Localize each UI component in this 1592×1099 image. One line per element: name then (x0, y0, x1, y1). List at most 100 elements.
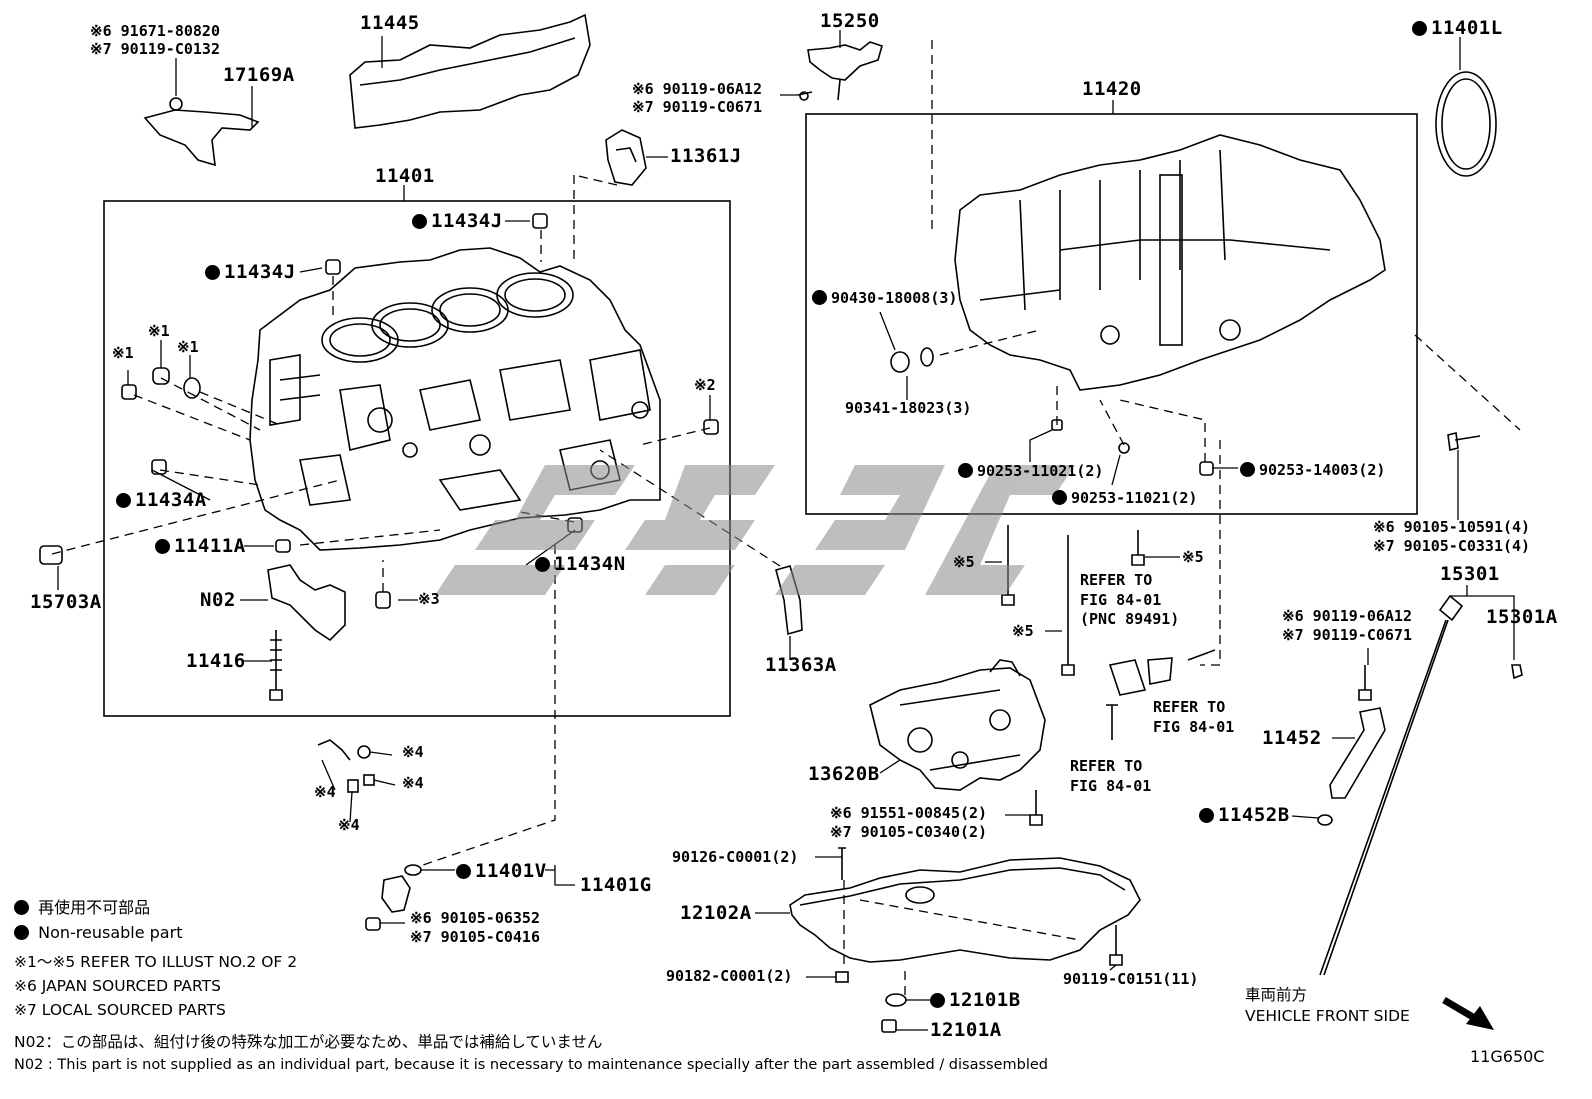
label-90119-06A12-a: ※6 90119-06A12 (632, 80, 762, 98)
label-11452B: 11452B (1199, 806, 1290, 825)
non-reusable-dot-icon (205, 265, 220, 280)
refer-line: (PNC 89491) (1080, 610, 1180, 628)
cover-11445 (349, 13, 591, 129)
label-15703A: 15703A (30, 591, 102, 613)
non-reusable-dot-icon (812, 290, 827, 305)
label-90105-C0331: ※7 90105-C0331(4) (1373, 537, 1531, 555)
watermark-logo (435, 465, 1075, 595)
label-11411A: 11411A (155, 537, 246, 556)
label-11363A: 11363A (765, 654, 837, 676)
non-reusable-dot-icon (155, 539, 170, 554)
non-reusable-dot-icon (1412, 21, 1427, 36)
label-90430-18008: 90430-18008(3) (812, 290, 957, 307)
bracket-17169A (143, 109, 260, 167)
label-11401L: 11401L (1412, 19, 1503, 38)
non-reusable-dot-icon (1240, 462, 1255, 477)
label-90119-C0671-a: ※7 90119-C0671 (632, 98, 762, 116)
cylinder-block-drawing (249, 247, 661, 551)
label-91671-80820: ※6 91671-80820 (90, 22, 220, 40)
label-15301A: 15301A (1486, 606, 1558, 628)
part-11361J (605, 129, 647, 186)
mark-5c: ※5 (1182, 548, 1204, 566)
label-90105-C0340: ※7 90105-C0340(2) (830, 823, 988, 841)
non-reusable-dot-icon (412, 214, 427, 229)
mark-5a: ※5 (953, 553, 975, 571)
label-11361J: 11361J (670, 145, 742, 167)
mark-4a: ※4 (402, 743, 424, 761)
label-90253-11021-b: 90253-11021(2) (1052, 490, 1197, 507)
refer-line: REFER TO (1153, 698, 1226, 716)
note-local-sourced: ※7 LOCAL SOURCED PARTS (14, 1001, 226, 1019)
non-reusable-dot-icon (535, 557, 550, 572)
label-11434A: 11434A (116, 491, 207, 510)
seal-11401L (1435, 71, 1497, 177)
illustration-code: 11G650C (1470, 1047, 1545, 1066)
mark-5b: ※5 (1012, 622, 1034, 640)
mark-4b: ※4 (402, 774, 424, 792)
label-90119-C0132: ※7 90119-C0132 (90, 40, 220, 58)
vehicle-front-en: VEHICLE FRONT SIDE (1245, 1007, 1410, 1025)
bearing-cap-N02 (267, 564, 346, 642)
label-15301: 15301 (1440, 563, 1500, 585)
label-90119-C0151: 90119-C0151(11) (1063, 970, 1199, 988)
label-90119-C0671-b: ※7 90119-C0671 (1282, 626, 1412, 644)
valve-15250 (807, 41, 883, 81)
non-reusable-dot-icon (1052, 490, 1067, 505)
legend-non-reusable-en: Non-reusable part (14, 925, 182, 941)
refer-line: FIG 84-01 (1070, 776, 1152, 795)
label-90182-C0001: 90182-C0001(2) (666, 967, 793, 985)
non-reusable-dot-icon (1199, 808, 1214, 823)
non-reusable-dot-icon (116, 493, 131, 508)
non-reusable-dot-icon (930, 993, 945, 1008)
label-12101A: 12101A (930, 1019, 1002, 1041)
label-11452: 11452 (1262, 727, 1322, 749)
refer-line: FIG 84-01 (1080, 590, 1162, 609)
oil-pump-drawing (869, 659, 1046, 791)
label-11420: 11420 (1082, 78, 1142, 100)
refer-to-fig-84-01-b: REFER TO FIG 84-01 (1153, 698, 1234, 737)
mark-4c: ※4 (314, 783, 336, 801)
label-17169A: 17169A (223, 64, 295, 86)
non-reusable-dot-icon (14, 900, 29, 915)
label-91551-00845: ※6 91551-00845(2) (830, 804, 988, 822)
note-n02-jp: N02：この部品は、組付け後の特殊な加工が必要なため、単品では補給していません (14, 1033, 603, 1051)
label-12101B: 12101B (930, 991, 1021, 1010)
refer-line: FIG 84-01 (1153, 717, 1235, 736)
note-n02-en: N02 : This part is not supplied as an in… (14, 1057, 1048, 1073)
legend-non-reusable-jp: 再使用不可部品 (14, 900, 150, 916)
label-11416: 11416 (186, 650, 246, 672)
crankcase-frame (805, 113, 1418, 515)
note-japan-sourced: ※6 JAPAN SOURCED PARTS (14, 977, 221, 995)
refer-line: REFER TO (1070, 757, 1143, 775)
mark-1c: ※1 (177, 338, 199, 356)
cylinder-block-frame (103, 200, 731, 717)
vehicle-front-arrow-icon (1442, 996, 1494, 1030)
mark-2: ※2 (694, 376, 716, 394)
label-15250: 15250 (820, 10, 880, 32)
label-90341-18023: 90341-18023(3) (845, 399, 972, 417)
label-90126-C0001: 90126-C0001(2) (672, 848, 799, 866)
label-90105-10591: ※6 90105-10591(4) (1373, 518, 1531, 536)
non-reusable-dot-icon (456, 864, 471, 879)
label-90253-14003: 90253-14003(2) (1240, 462, 1385, 479)
label-11401G: 11401G (580, 874, 652, 896)
label-11434J-2: 11434J (205, 263, 296, 282)
refer-to-fig-84-01-pnc: REFER TO FIG 84-01 (PNC 89491) (1080, 571, 1179, 630)
crankcase-drawing (954, 134, 1386, 391)
label-13620B: 13620B (808, 763, 880, 785)
mark-4d: ※4 (338, 816, 360, 834)
oil-pan-drawing (789, 857, 1141, 963)
label-N02: N02 (200, 589, 236, 611)
mark-3: ※3 (418, 590, 440, 608)
label-11401V: 11401V (456, 862, 547, 881)
non-reusable-dot-icon (958, 463, 973, 478)
label-11401: 11401 (375, 165, 435, 187)
label-12102A: 12102A (680, 902, 752, 924)
refer-to-fig-84-01-c: REFER TO FIG 84-01 (1070, 757, 1151, 796)
label-90105-C0416: ※7 90105-C0416 (410, 928, 540, 946)
mark-1a: ※1 (112, 344, 134, 362)
label-11445: 11445 (360, 12, 420, 34)
label-90119-06A12-b: ※6 90119-06A12 (1282, 607, 1412, 625)
label-90105-06352: ※6 90105-06352 (410, 909, 540, 927)
